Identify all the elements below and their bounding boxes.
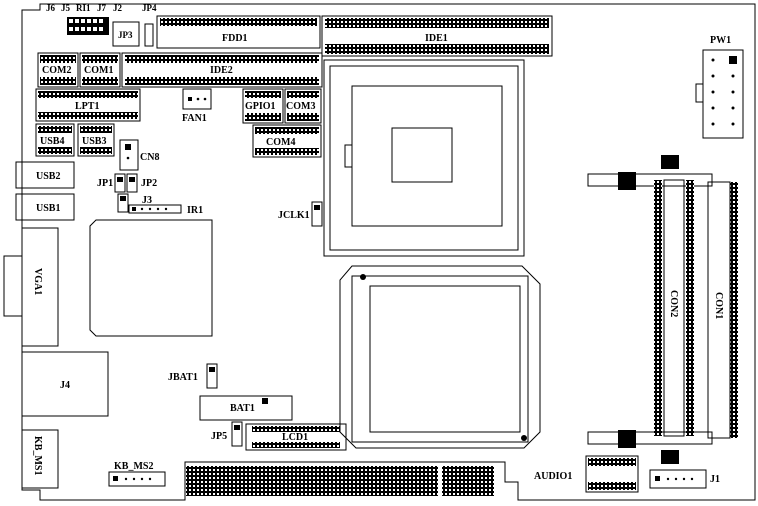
lcd1-connector <box>245 423 347 451</box>
audio1-connector <box>585 455 639 493</box>
label-com3: COM3 <box>286 101 315 112</box>
ir1-connector <box>128 204 182 214</box>
label-gpio1: GPIO1 <box>245 101 276 112</box>
j3-jumper <box>117 193 129 213</box>
label-jbat1: JBAT1 <box>168 372 198 383</box>
con2-slot <box>587 155 713 464</box>
label-usb2: USB2 <box>36 171 60 182</box>
pw1-notch <box>695 83 704 103</box>
label-kb-ms1: KB_MS1 <box>32 436 43 475</box>
label-jp5: JP5 <box>211 431 227 442</box>
label-ide2: IDE2 <box>210 65 233 76</box>
label-j2: J2 <box>113 3 123 13</box>
pw1-pins <box>711 56 737 126</box>
label-lpt1: LPT1 <box>75 101 99 112</box>
com2-connector <box>37 52 79 88</box>
kb-ms1-port <box>21 429 59 489</box>
jp4-jumper <box>144 23 154 47</box>
label-jclk1: JCLK1 <box>278 210 310 221</box>
j4-port <box>21 351 109 417</box>
label-j6: J6 <box>46 3 56 13</box>
label-jp2: JP2 <box>141 178 157 189</box>
label-j1: J1 <box>710 474 720 485</box>
label-fan1: FAN1 <box>182 113 207 124</box>
label-audio1: AUDIO1 <box>534 471 572 482</box>
cn8-connector <box>119 139 139 171</box>
label-jp1: JP1 <box>97 178 113 189</box>
fan1-connector <box>182 88 212 110</box>
label-bat1: BAT1 <box>230 403 255 414</box>
label-usb4: USB4 <box>40 136 64 147</box>
label-j3: J3 <box>142 195 152 206</box>
jp5-jumper <box>231 421 243 447</box>
edge-connector-right <box>442 466 494 496</box>
bat1-battery <box>199 395 293 421</box>
j1-connector <box>649 469 707 489</box>
com3-connector <box>284 88 322 124</box>
label-jp3: JP3 <box>118 30 133 40</box>
label-usb1: USB1 <box>36 203 60 214</box>
label-com2: COM2 <box>42 65 71 76</box>
label-j7: J7 <box>97 3 107 13</box>
jbat1-jumper <box>206 363 218 389</box>
jp2-jumper <box>126 173 138 193</box>
label-ir1: IR1 <box>187 205 203 216</box>
label-pw1: PW1 <box>710 35 731 46</box>
cpu-socket <box>323 59 525 257</box>
label-ri1: RI1 <box>76 3 91 13</box>
edge-connector-left <box>186 466 438 496</box>
jp3-box <box>112 21 140 47</box>
label-vga1: VGA1 <box>32 268 43 295</box>
label-cn8: CN8 <box>140 152 159 163</box>
com4-connector <box>252 124 322 158</box>
ide2-connector <box>121 52 323 88</box>
label-j4: J4 <box>60 380 70 391</box>
label-fdd1: FDD1 <box>222 33 248 44</box>
chipset-ic <box>89 219 213 337</box>
label-com1: COM1 <box>84 65 113 76</box>
label-j5: J5 <box>61 3 71 13</box>
label-lcd1: LCD1 <box>282 432 308 443</box>
fdd1-connector <box>156 15 321 49</box>
label-jp4: JP4 <box>142 3 157 13</box>
gpio1-connector <box>242 88 284 124</box>
northbridge-ic <box>339 265 541 449</box>
jumper-row-top <box>67 17 109 35</box>
label-ide1: IDE1 <box>425 33 448 44</box>
label-usb3: USB3 <box>82 136 106 147</box>
ide1-connector <box>321 15 553 57</box>
kb-ms2-connector <box>108 471 166 487</box>
label-com4: COM4 <box>266 137 295 148</box>
com1-connector <box>79 52 121 88</box>
jclk1-jumper <box>311 201 323 227</box>
label-con2: CON2 <box>668 290 679 317</box>
jp1-jumper <box>114 173 126 193</box>
con1-slot <box>707 181 738 439</box>
lpt1-connector <box>35 88 141 122</box>
usb3-connector <box>77 123 115 157</box>
label-kb-ms2: KB_MS2 <box>114 461 153 472</box>
label-con1: CON1 <box>713 292 724 319</box>
usb4-connector <box>35 123 75 157</box>
